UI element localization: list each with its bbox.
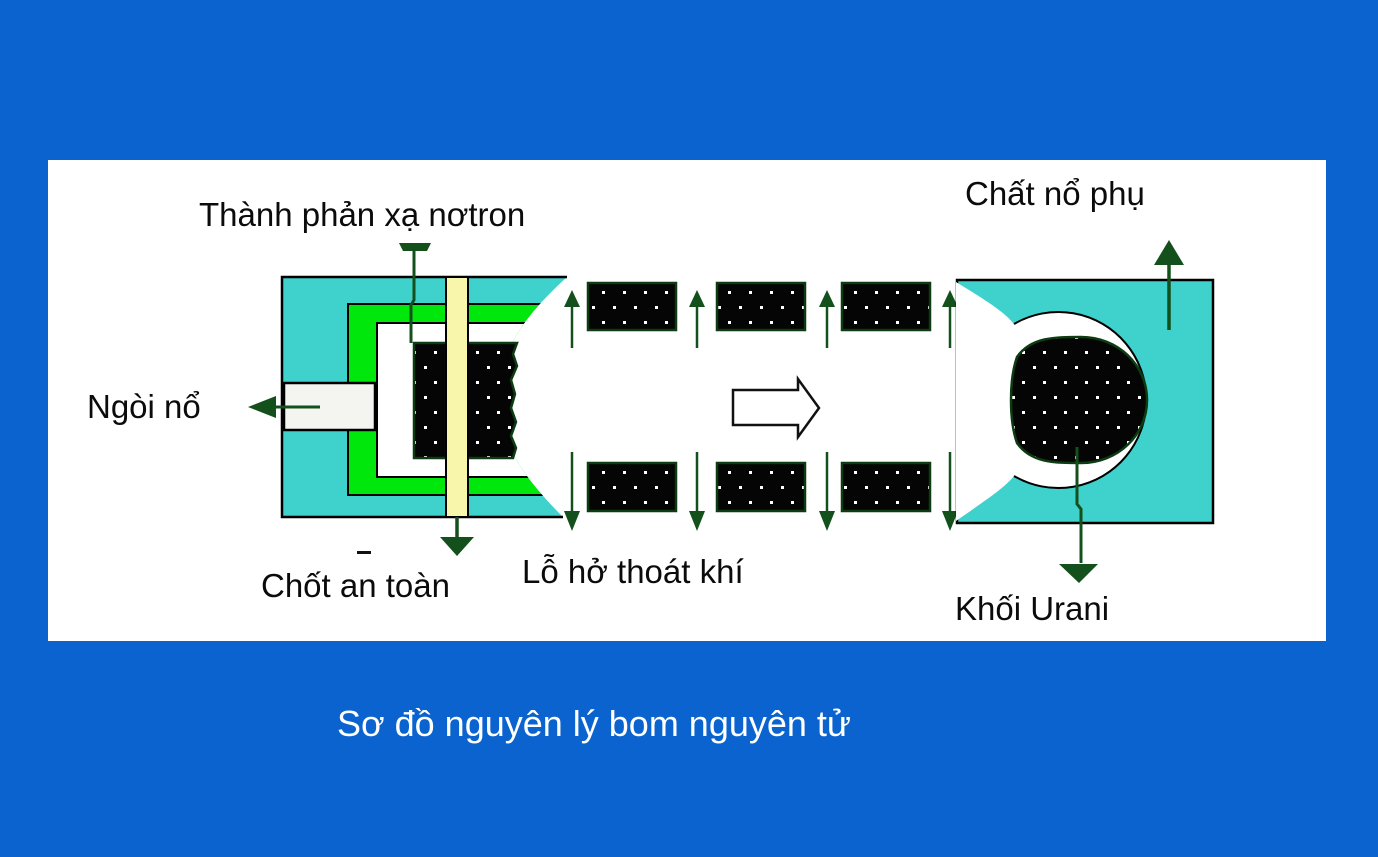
label-safety-pin: Chốt an toàn <box>261 567 450 604</box>
label-aux-explosive: Chất nổ phụ <box>965 175 1145 212</box>
detonator-pointer-arrow-icon <box>248 396 276 418</box>
fragment-block <box>840 461 932 513</box>
tick-mark <box>357 551 371 554</box>
label-vent-hole: Lỗ hở thoát khí <box>522 553 744 590</box>
reflector-pointer-head <box>399 243 431 251</box>
reflector-pointer-line <box>409 251 416 343</box>
fragment-blocks-bottom <box>586 461 932 513</box>
casing-left-border <box>280 275 567 519</box>
label-neutron-reflector: Thành phản xạ nơtron <box>199 196 526 233</box>
fragment-block <box>715 461 807 513</box>
uranium-pointer-arrow-icon <box>1059 564 1098 583</box>
up-arrow-icons <box>564 290 958 348</box>
fragment-block <box>586 281 678 332</box>
label-uranium-mass: Khối Urani <box>955 590 1110 627</box>
safety-pin-bar <box>445 276 469 518</box>
expansion-arrow-icon <box>731 375 821 441</box>
safety-pin-arrow-icon <box>440 537 474 556</box>
slide-caption: Sơ đồ nguyên lý bom nguyên tử <box>337 703 852 744</box>
fragment-blocks-top <box>586 281 932 332</box>
fragment-block <box>715 281 807 332</box>
aux-explosive-arrow-icon <box>1154 240 1184 265</box>
label-detonator: Ngòi nổ <box>87 388 201 425</box>
uranium-target-mass <box>1009 335 1149 465</box>
fragment-block <box>586 461 678 513</box>
uranium-pointer-line <box>1075 447 1083 563</box>
fragment-block <box>840 281 932 332</box>
down-arrow-icons <box>564 452 958 531</box>
